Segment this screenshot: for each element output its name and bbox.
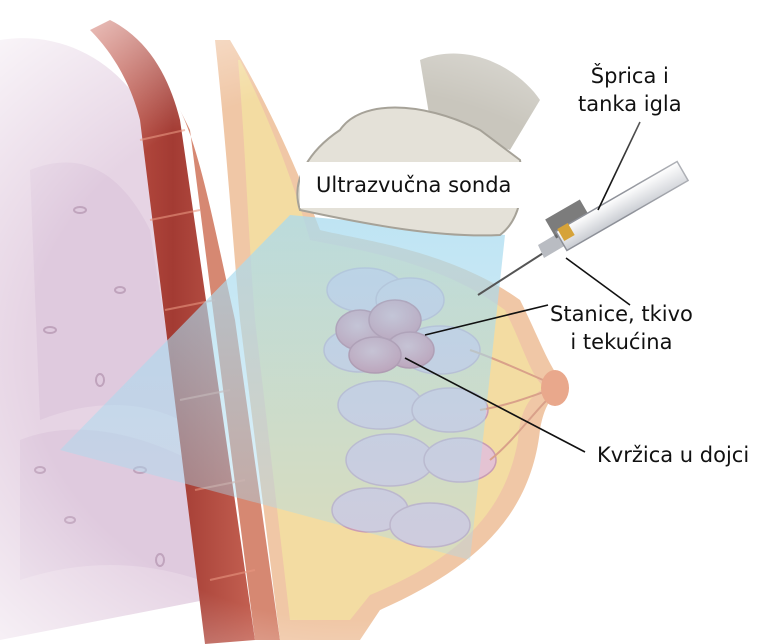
cells-label-line2: i tekućina	[550, 328, 693, 356]
probe-label: Ultrazvučna sonda	[316, 171, 511, 199]
syringe-label-line2: tanka igla	[578, 90, 682, 118]
syringe-label: Šprica i tanka igla	[578, 62, 682, 118]
cells-label-line1: Stanice, tkivo	[550, 300, 693, 328]
syringe-label-line1: Šprica i	[578, 62, 682, 90]
lump-label: Kvržica u dojci	[597, 441, 749, 469]
cells-label: Stanice, tkivo i tekućina	[550, 300, 693, 356]
